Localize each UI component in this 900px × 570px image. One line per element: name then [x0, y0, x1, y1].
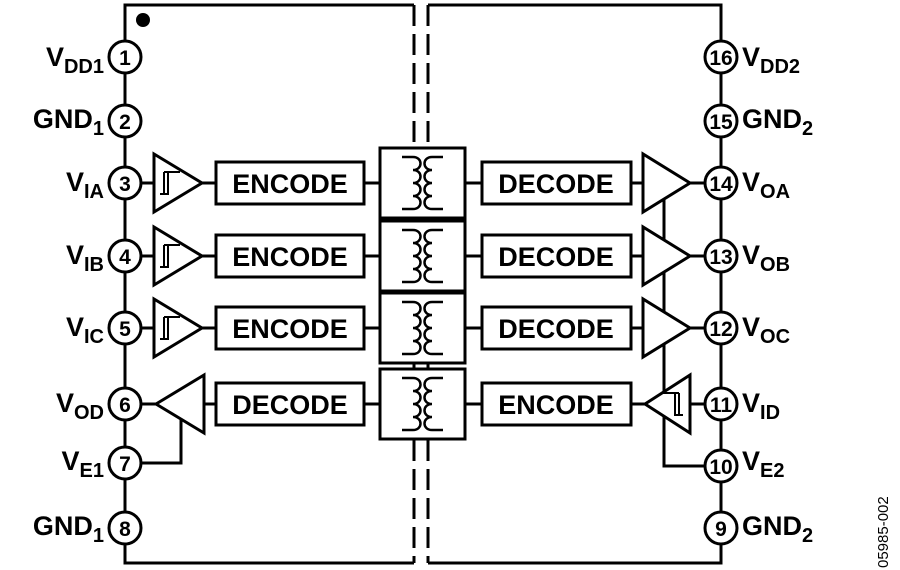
schmitt-trigger-icon [160, 316, 180, 340]
pin-number: 14 [709, 173, 733, 196]
pin-label: GND2 [742, 104, 813, 140]
transformer-icon [378, 367, 467, 441]
pin-number: 6 [119, 394, 131, 417]
pin-4: 4 VIB [66, 238, 143, 276]
schmitt-trigger-icon [160, 171, 180, 195]
pin-15: 15 GND2 [703, 103, 813, 140]
pin-7: 7 VE1 [62, 445, 143, 482]
pin-label: VIA [66, 167, 104, 203]
pin-label: VID [742, 388, 780, 424]
pin-number: 1 [119, 47, 131, 70]
pin-14: 14 VOA [703, 165, 790, 203]
pin-number: 4 [119, 246, 131, 269]
pin-label: VDD2 [742, 42, 800, 78]
decode-block-c-label: DECODE [498, 314, 614, 344]
pin-5: 5 VIC [66, 310, 143, 348]
pin-11: 11 VID [703, 386, 780, 424]
pin-6: 6 VOD [56, 386, 143, 424]
encode-block-b-label: ENCODE [232, 242, 348, 272]
pin-number: 12 [709, 318, 732, 341]
transformer-icon [378, 146, 467, 220]
pin1-indicator-dot [136, 13, 150, 27]
encode-block-a-label: ENCODE [232, 169, 348, 199]
pin-number: 16 [709, 47, 732, 70]
pin-10: 10 VE2 [703, 446, 784, 484]
pin-number: 7 [119, 453, 131, 476]
pin-number: 13 [709, 246, 732, 269]
input-buffer-c [152, 296, 205, 360]
pin-12: 12 VOC [703, 310, 790, 348]
transformer-icon [378, 219, 467, 293]
decode-block-d-label: DECODE [232, 390, 348, 420]
pin-label: GND1 [33, 104, 104, 140]
pin-label: VIB [66, 240, 104, 276]
pin-2: 2 GND1 [33, 103, 143, 140]
pin-9: 9 GND2 [703, 510, 813, 547]
pin-3: 3 VIA [66, 165, 143, 203]
encode-block-d-label: ENCODE [498, 390, 614, 420]
pin-label: VE1 [62, 446, 104, 482]
pin-label: GND2 [742, 511, 813, 547]
schmitt-trigger-icon [663, 392, 683, 416]
pin-8: 8 GND1 [33, 510, 143, 547]
input-buffer-d [642, 372, 692, 436]
pin-label: VIC [66, 312, 104, 348]
pin-number: 11 [710, 394, 733, 417]
pin-label: VOA [742, 167, 790, 203]
pin-number: 10 [709, 456, 732, 479]
left-pins: 1 VDD1 2 GND1 3 VIA 4 VIB 5 VIC 6 VOD [33, 39, 143, 547]
figure-id: 05985-002 [875, 496, 892, 568]
input-buffer-a [152, 151, 205, 215]
pin-13: 13 VOB [703, 238, 790, 276]
pin-1: 1 VDD1 [46, 39, 143, 78]
encode-block-c-label: ENCODE [232, 314, 348, 344]
decode-block-a-label: DECODE [498, 169, 614, 199]
pin-number: 5 [119, 318, 131, 341]
output-driver-a [641, 151, 693, 215]
pin-label: VDD1 [46, 42, 104, 78]
right-pins: 16 VDD2 15 GND2 14 VOA 13 VOB 12 VOC 11 … [703, 39, 813, 547]
pin-label: VOB [742, 240, 790, 276]
pin-number: 3 [119, 173, 131, 196]
decode-block-b-label: DECODE [498, 242, 614, 272]
schmitt-trigger-icon [160, 244, 180, 268]
pin-label: GND1 [33, 511, 104, 547]
output-driver-d [153, 372, 206, 436]
pin-label: VE2 [742, 446, 784, 482]
pin-number: 15 [709, 111, 733, 134]
transformer-icon [378, 291, 467, 365]
output-driver-c [641, 296, 693, 360]
input-buffer-b [152, 224, 205, 288]
pin-16: 16 VDD2 [703, 39, 800, 78]
pin-number: 9 [715, 518, 727, 541]
pin-label: VOD [56, 388, 104, 424]
codec-blocks [214, 160, 633, 427]
output-driver-b [641, 224, 693, 288]
pin-number: 2 [119, 111, 131, 134]
pin-label: VOC [742, 312, 790, 348]
pin-number: 8 [119, 518, 131, 541]
